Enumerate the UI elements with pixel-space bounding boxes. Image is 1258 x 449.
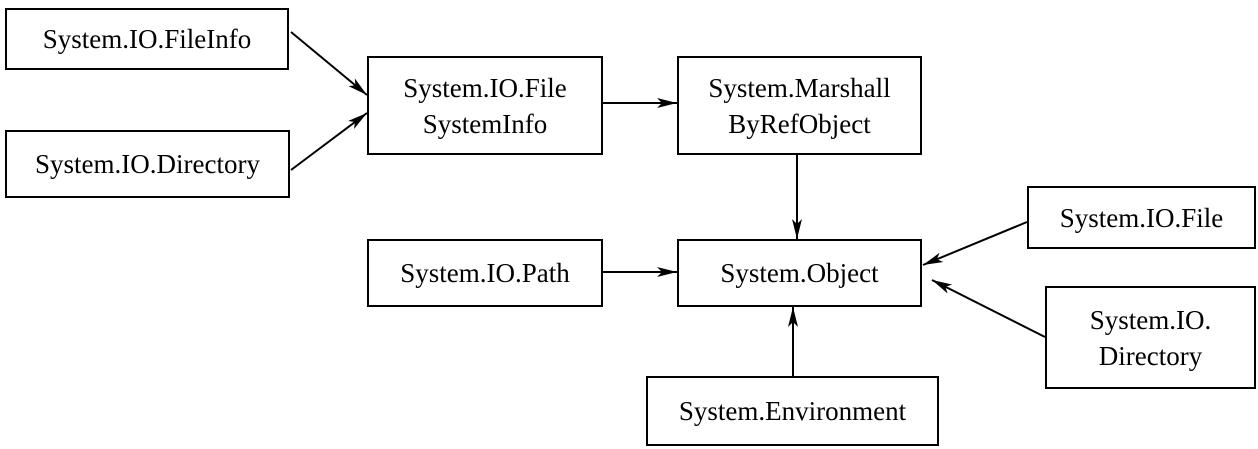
node-system-io-fileinfo: System.IO.FileInfo (5, 8, 289, 70)
node-label-line: SystemInfo (422, 108, 548, 139)
node-label-line: ByRefObject (728, 108, 871, 139)
edge-directory-static-to-object (931, 279, 1046, 338)
node-system-environment: System.Environment (646, 376, 939, 446)
node-system-io-filesysteminfo: System.IO.File SystemInfo (367, 56, 603, 155)
node-system-object: System.Object (677, 239, 922, 307)
edge-file-to-object (922, 221, 1028, 266)
node-label-line: System.IO.Path (400, 258, 570, 288)
node-system-io-directory-static: System.IO. Directory (1045, 286, 1256, 389)
node-label-line: System.IO.File (1059, 202, 1224, 233)
edge-directory-to-filesysteminfo (290, 112, 368, 171)
node-label-line: System.Environment (678, 396, 907, 426)
node-system-marshalbyrefobject: System.Marshall ByRefObject (677, 56, 922, 155)
node-label-line: System.IO.File (403, 72, 567, 103)
node-system-io-path: System.IO.Path (367, 239, 603, 307)
node-system-io-file: System.IO.File (1027, 186, 1256, 249)
node-label-line: System.IO.Directory (35, 149, 260, 179)
node-label-line: System.Object (720, 258, 879, 288)
edge-fileinfo-to-filesysteminfo (290, 31, 368, 96)
node-system-io-directory: System.IO.Directory (5, 130, 290, 198)
node-label-line: System.IO. (1089, 304, 1212, 335)
node-label-line: System.IO.FileInfo (42, 24, 252, 54)
node-label-line: System.Marshall (708, 72, 891, 103)
node-label-line: Directory (1098, 340, 1203, 371)
